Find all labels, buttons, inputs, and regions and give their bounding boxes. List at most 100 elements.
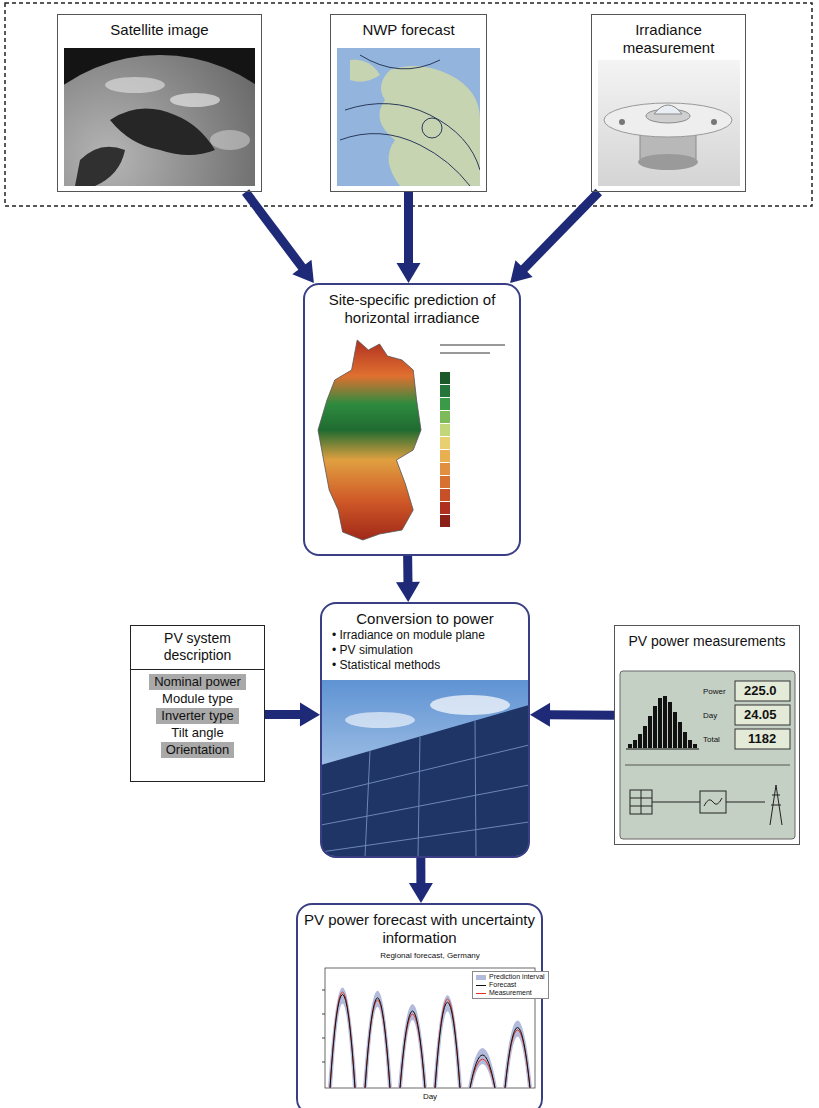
satellite-picture-part — [170, 93, 220, 107]
inverter-display-part — [626, 749, 699, 750]
forecast-chart-part — [330, 992, 530, 1088]
satellite-picture-part — [105, 77, 165, 93]
pyranometer-picture-part — [711, 119, 717, 125]
irradiance-map-part — [440, 437, 450, 449]
pyranometer-picture-part — [638, 154, 698, 170]
box-title: NWP forecast — [331, 15, 486, 39]
weather-map-part — [379, 66, 480, 186]
arrow-head — [409, 883, 433, 903]
inverter-display-part — [678, 722, 682, 748]
list-item: • PV simulation — [322, 643, 528, 658]
solar-panel-picture-part — [365, 751, 370, 857]
source-box: Irradiance measurement — [591, 14, 746, 192]
inverter-display-part — [735, 729, 790, 749]
irradiance-map-part — [440, 344, 505, 346]
irradiance-map-part — [440, 424, 450, 436]
weather-map-part — [422, 118, 442, 138]
chart-legend: Prediction intervalForecastMeasurement — [472, 971, 549, 999]
inverter-display-part — [653, 706, 657, 748]
irradiance-map-part — [440, 352, 490, 354]
flow-arrow — [396, 556, 420, 602]
irradiance-map-part — [440, 463, 450, 475]
legend-row: Forecast — [476, 981, 545, 989]
inverter-display-part — [620, 671, 795, 839]
box-title: PV power measurements — [615, 626, 799, 650]
legend-text: Forecast — [489, 981, 516, 989]
flow-arrow — [397, 192, 421, 283]
irradiance-map — [318, 340, 505, 540]
forecast-chart-part — [322, 1014, 325, 1015]
box-title: PV system description — [131, 626, 264, 670]
inverter-display-part — [688, 740, 692, 748]
legend-text: Prediction interval — [489, 973, 545, 981]
irradiance-map-part — [440, 411, 450, 423]
inverter-display-part — [641, 790, 642, 814]
box-title: Conversion to power — [322, 604, 528, 628]
flow-arrow — [409, 858, 433, 903]
box-title: Irradiance measurement — [592, 15, 745, 57]
solar-panel-picture-part — [475, 721, 476, 857]
irradiance-map-part — [440, 385, 450, 397]
forecast-chart-part — [322, 1062, 325, 1063]
list-item: Module type — [157, 691, 238, 707]
arrow-shaft — [548, 710, 614, 719]
parameter-box: PV system descriptionNominal powerModule… — [130, 625, 265, 782]
arrow-head — [530, 703, 550, 727]
pyranometer-picture-part — [619, 119, 625, 125]
arrow-head — [397, 263, 421, 283]
legend-text: Measurement — [489, 989, 532, 997]
arrow-head — [510, 260, 533, 283]
display-label: Power — [703, 687, 726, 697]
inverter-display-part — [673, 712, 677, 748]
arrow-shaft — [404, 192, 413, 265]
list-item: Inverter type — [156, 708, 238, 724]
process-box: Conversion to power• Irradiance on modul… — [320, 602, 530, 858]
solar-panel-picture-part — [418, 737, 420, 857]
satellite-picture-part — [75, 147, 125, 186]
inverter-display-part — [638, 734, 642, 748]
inverter-display-part — [633, 740, 637, 748]
source-box: Satellite image — [57, 14, 262, 192]
irradiance-map-part — [440, 372, 450, 384]
irradiance-map-part — [440, 502, 450, 514]
arrow-shaft — [403, 556, 412, 584]
satellite-picture — [64, 48, 255, 186]
inverter-display-part — [726, 802, 765, 803]
legend-line — [476, 985, 486, 986]
box-title: Site-specific prediction of horizontal i… — [305, 285, 519, 327]
forecast-chart-part — [330, 995, 530, 1089]
weather-map-part — [337, 48, 480, 186]
inverter-display-part — [683, 732, 687, 748]
pyranometer-picture — [598, 60, 740, 186]
source-box: NWP forecast — [330, 14, 487, 192]
irradiance-map-part — [440, 515, 450, 527]
list-item: Orientation — [161, 742, 235, 758]
inverter-display-part — [770, 785, 782, 825]
satellite-picture-part — [64, 55, 255, 186]
axis-label: Day — [423, 1092, 437, 1102]
irradiance-map-part — [440, 489, 450, 501]
pyranometer-picture-part — [654, 105, 682, 114]
solar-panel-picture — [321, 680, 529, 857]
legend-line — [476, 993, 486, 994]
flow-arrow — [510, 192, 599, 283]
forecast-chart — [322, 968, 535, 1088]
inverter-display-part — [704, 798, 722, 806]
inverter-display-part — [735, 705, 790, 725]
inverter-display-part — [668, 702, 672, 748]
arrow-head — [292, 260, 314, 283]
output-box: PV power forecast with uncertainty infor… — [296, 903, 543, 1108]
legend-row: Prediction interval — [476, 973, 545, 981]
inverter-display-part — [628, 744, 632, 748]
display-value: 225.0 — [744, 683, 777, 699]
satellite-picture-part — [110, 109, 215, 155]
solar-panel-picture-part — [430, 695, 510, 715]
weather-map — [337, 48, 480, 186]
solar-panel-picture-part — [321, 705, 529, 857]
solar-panel-picture-part — [321, 785, 529, 825]
list-item: • Irradiance on module plane — [322, 628, 528, 643]
box-title: Satellite image — [58, 15, 261, 39]
